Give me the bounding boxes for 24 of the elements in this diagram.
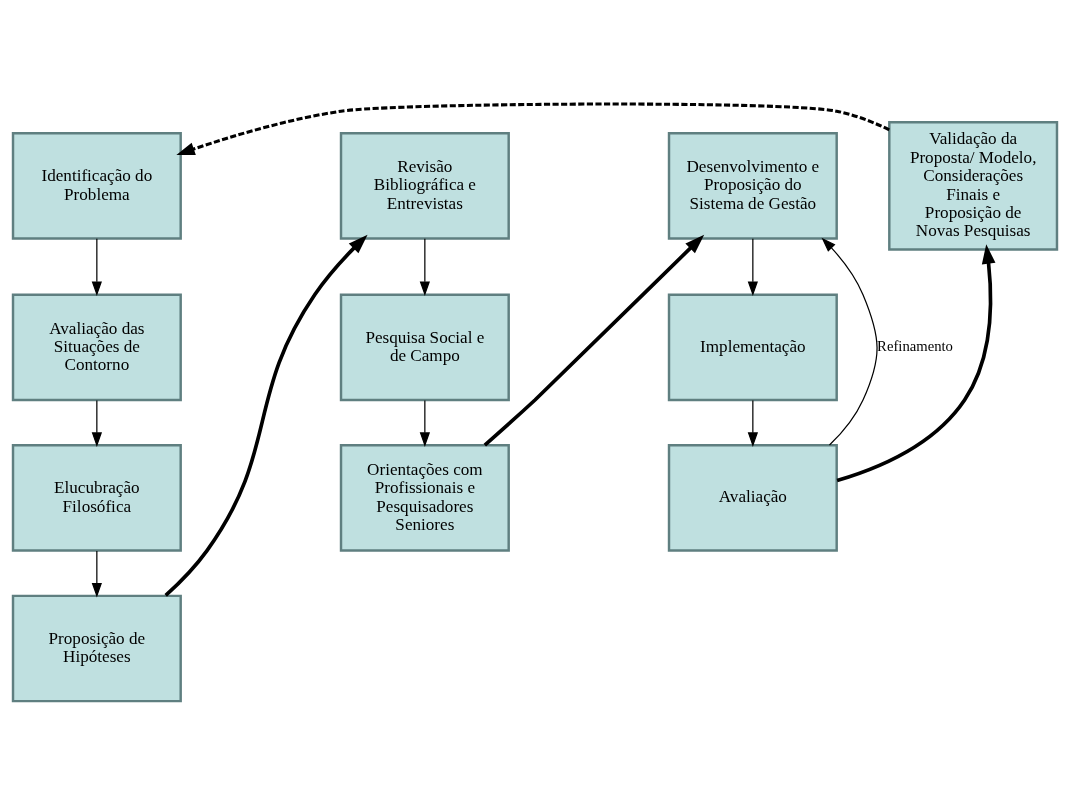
node-box: Proposição de Hipóteses <box>11 594 182 703</box>
arrow <box>747 399 758 448</box>
node-box: Avaliação das Situações de Contorno <box>11 293 182 402</box>
node-box: Elucubração Filosófica <box>11 444 182 552</box>
node-box: Orientações com Profissionais e Pesquisadores Seniores <box>339 444 510 552</box>
arrow <box>91 238 102 297</box>
node-box: Identificação do Problema <box>11 132 182 240</box>
arrow <box>419 399 430 448</box>
arrow <box>483 234 705 447</box>
edge-label: Refinamento <box>877 338 953 355</box>
arrow <box>821 237 878 446</box>
node-box: Avaliação <box>667 444 838 552</box>
arrow <box>419 238 430 297</box>
node-box: Pesquisa Social e de Campo <box>339 293 510 402</box>
arrow <box>91 399 102 448</box>
arrow <box>836 244 996 483</box>
node-box: Validação da Proposta/ Modelo, Considerações Finais e Proposição de Novas Pesquisas <box>888 120 1059 251</box>
node-box: Revisão Bibliográfica e Entrevistas <box>339 132 510 240</box>
arrow <box>164 234 368 597</box>
arrow <box>91 550 102 598</box>
arrow <box>747 238 758 297</box>
node-box: Implementação <box>667 293 838 402</box>
arrow <box>176 102 890 156</box>
node-box: Desenvolvimento e Proposição do Sistema de Gestão <box>667 132 838 240</box>
